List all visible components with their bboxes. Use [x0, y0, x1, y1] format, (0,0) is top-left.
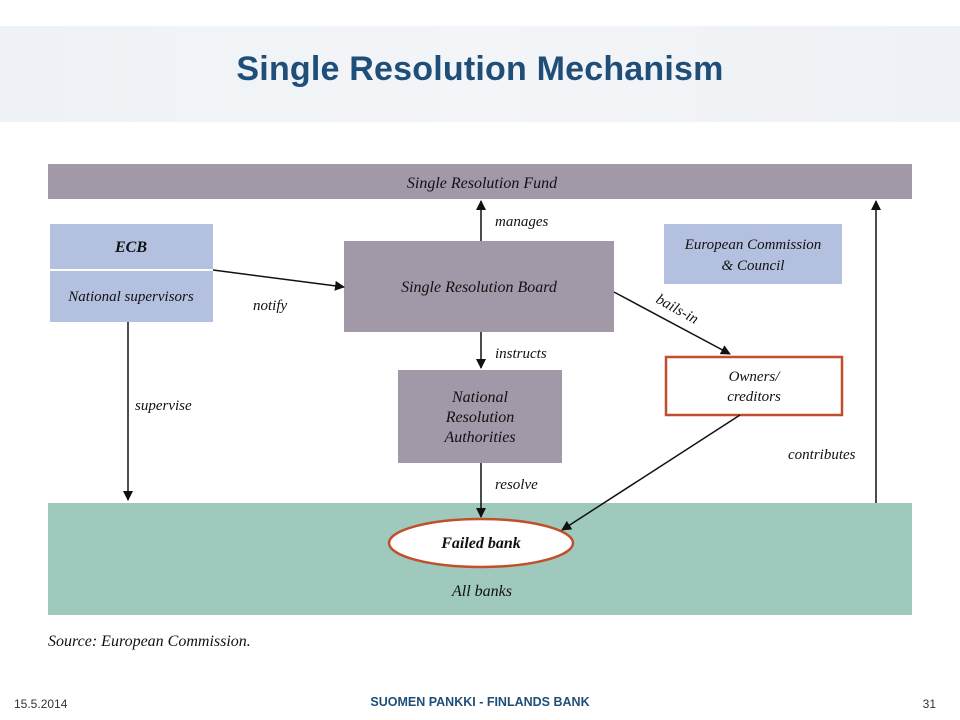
- failed-bank-ellipse: [387, 517, 575, 569]
- arrow-notify: [212, 269, 345, 291]
- ecb-label: ECB: [114, 239, 147, 256]
- board-label: Single Resolution Board: [401, 279, 558, 296]
- fund-label: Single Resolution Fund: [407, 175, 558, 192]
- footer-bank-name: SUOMEN PANKKI - FINLANDS BANK: [370, 695, 590, 709]
- national-resolution-authorities-box: [398, 370, 562, 463]
- commission-label-line1: European Commission: [684, 237, 822, 253]
- nra-label-line3: Authorities: [443, 429, 515, 446]
- commission-council-box: [664, 224, 842, 284]
- resolve-label: resolve: [495, 477, 538, 493]
- nra-label-line2: Resolution: [445, 409, 514, 426]
- arrow-owners-to-failed-bank: [561, 414, 741, 531]
- commission-label-line2: & Council: [722, 258, 785, 274]
- page-number: 31: [922, 697, 936, 711]
- single-resolution-board-box: [344, 241, 614, 332]
- owners-creditors-box: [664, 355, 844, 417]
- supervise-label: supervise: [135, 398, 192, 414]
- nra-label-line1: National: [451, 389, 509, 406]
- instructs-label: instructs: [495, 346, 547, 362]
- failed-bank-label: Failed bank: [440, 535, 521, 552]
- source-note: Source: European Commission.: [48, 633, 251, 650]
- single-resolution-fund-bar: [48, 164, 912, 199]
- footer-date: 15.5.2014: [14, 697, 68, 711]
- manages-label: manages: [495, 214, 548, 230]
- contributes-label: contributes: [788, 447, 856, 463]
- arrow-bails-in: [613, 291, 731, 355]
- owners-label-line2: creditors: [727, 389, 781, 405]
- owners-label-line1: Owners/: [729, 369, 782, 385]
- notify-label: notify: [253, 298, 288, 314]
- header-band: [0, 26, 960, 122]
- ecb-box: [50, 224, 213, 270]
- all-banks-label: All banks: [451, 583, 512, 600]
- national-supervisors-box: [50, 271, 213, 322]
- national-supervisors-label: National supervisors: [67, 289, 194, 305]
- slide-title: Single Resolution Mechanism: [236, 50, 724, 88]
